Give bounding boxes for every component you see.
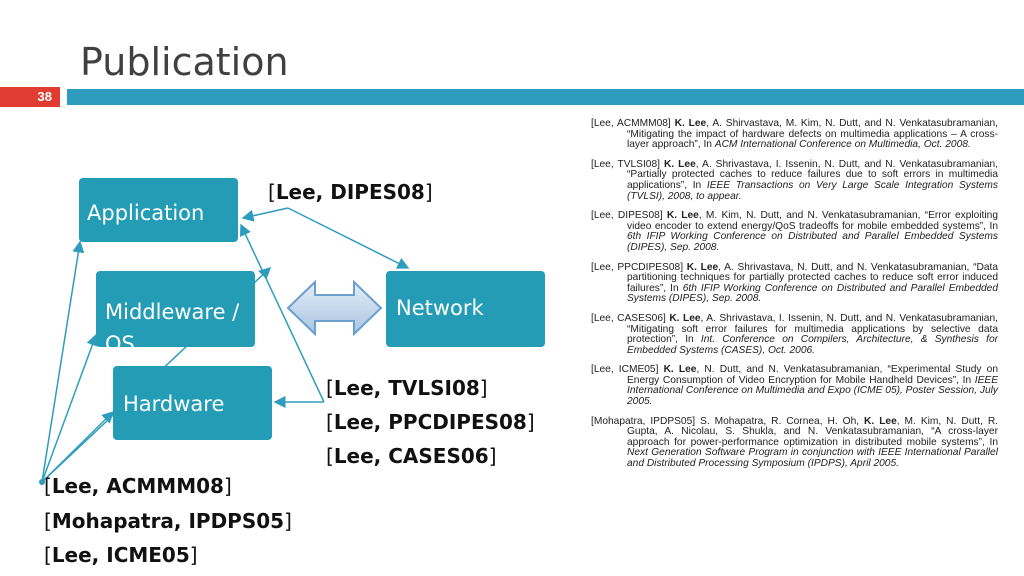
ref-tvlsi-text: Lee, TVLSI08 [333,376,480,400]
ref-ipdps-text: Mohapatra, IPDPS05 [51,509,285,533]
bidirectional-arrow-icon [286,279,383,337]
publication-item: [Lee, TVLSI08] K. Lee, A. Shrivastava, I… [591,158,998,202]
ref-dipes: [Lee, DIPES08] [268,180,433,204]
publication-item: [Lee, CASES06] K. Lee, A. Shrivastava, I… [591,312,999,356]
network-box: Network [386,271,545,347]
application-box: Application [79,178,238,242]
ref-acmmm: [Lee, ACMMM08] [44,474,232,498]
ref-acmmm-text: Lee, ACMMM08 [51,474,224,498]
hardware-box: Hardware [113,366,272,440]
ref-cases-text: Lee, CASES06 [333,444,489,468]
slide-title: Publication [80,40,289,84]
header-rule [67,89,1024,105]
ref-icme: [Lee, ICME05] [44,543,198,567]
publication-item: [Lee, ACMMM08] K. Lee, A. Shirvastava, M… [591,118,998,151]
application-label: Application [87,201,205,225]
network-label: Network [396,296,484,320]
publication-item: [Lee, DIPES08] K. Lee, M. Kim, N. Dutt, … [591,210,998,253]
ref-cases: [Lee, CASES06] [326,444,497,468]
slide-number-bar [0,87,60,107]
slide-number: 38 [37,89,52,104]
arrow-acmmm-application [41,240,85,483]
ref-icme-text: Lee, ICME05 [51,543,190,567]
middleware-label: Middleware / OS [105,300,240,347]
arrow-dipes-application [241,207,289,222]
hardware-label: Hardware [123,392,225,416]
publication-item: [Mohapatra, IPDPS05] S. Mohapatra, R. Co… [591,415,999,470]
publication-list: [Lee, ACMMM08] K. Lee, A. Shirvastava, M… [591,118,999,479]
ref-ppcdipes-text: Lee, PPCDIPES08 [333,410,527,434]
connector-node [39,479,45,485]
ref-tvlsi: [Lee, TVLSI08] [326,376,488,400]
ref-ppcdipes: [Lee, PPCDIPES08] [326,410,535,434]
publication-item: [Lee, PPCDIPES08] K. Lee, A. Shrivastava… [591,261,998,305]
arrow-tvlsi-application [240,223,325,403]
ref-ipdps: [Mohapatra, IPDPS05] [44,509,292,533]
arrow-acmmm-middleware [41,333,99,483]
publication-item: [Lee, ICME05] K. Lee, N. Dutt, and N. Ve… [591,364,998,408]
ref-dipes-text: Lee, DIPES08 [275,180,425,204]
middleware-box: Middleware / OS [96,271,255,347]
arrow-dipes-network [287,207,410,269]
